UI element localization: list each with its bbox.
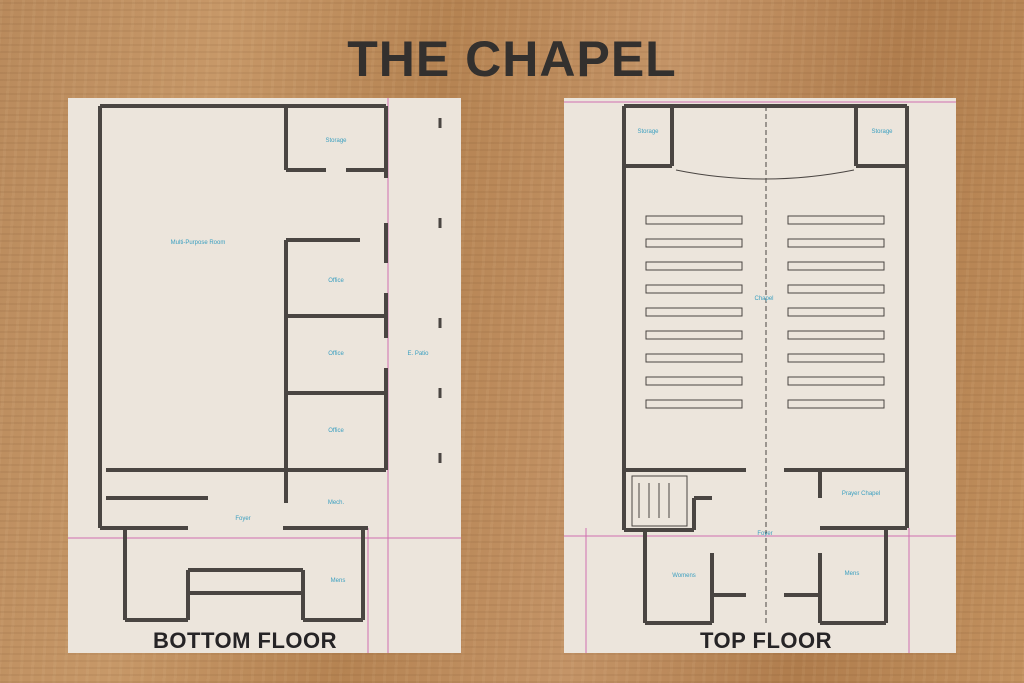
bottom-floor-walls xyxy=(68,98,461,653)
top-floor-caption: TOP FLOOR xyxy=(700,628,833,653)
room-label-storage-left: Storage xyxy=(637,129,659,135)
top-floor-plan: Storage Storage Chapel Prayer Chapel Foy… xyxy=(564,98,956,653)
room-label-foyer: Foyer xyxy=(235,516,251,522)
room-label-patio: E. Patio xyxy=(407,351,429,357)
room-label-multipurpose: Multi-Purpose Room xyxy=(170,240,226,246)
room-label-storage: Storage xyxy=(325,138,347,144)
room-label-womens: Womens xyxy=(672,573,696,579)
room-label-office: Office xyxy=(328,351,344,357)
page-title: THE CHAPEL xyxy=(347,31,677,87)
room-label-prayer-chapel: Prayer Chapel xyxy=(841,491,881,497)
bottom-floor-plan: Multi-Purpose Room Storage Office Office… xyxy=(68,98,461,653)
bottom-floor-caption: BOTTOM FLOOR xyxy=(153,628,338,653)
top-floor-walls xyxy=(564,101,956,653)
room-label-storage-right: Storage xyxy=(871,129,893,135)
room-label-mech: Mech. xyxy=(327,500,345,506)
room-label-foyer: Foyer xyxy=(757,531,773,537)
room-label-mens: Mens xyxy=(844,571,860,577)
room-label-chapel: Chapel xyxy=(754,296,774,302)
room-label-office: Office xyxy=(328,278,344,284)
room-label-office: Office xyxy=(328,428,344,434)
room-label-mens: Mens xyxy=(330,578,346,584)
